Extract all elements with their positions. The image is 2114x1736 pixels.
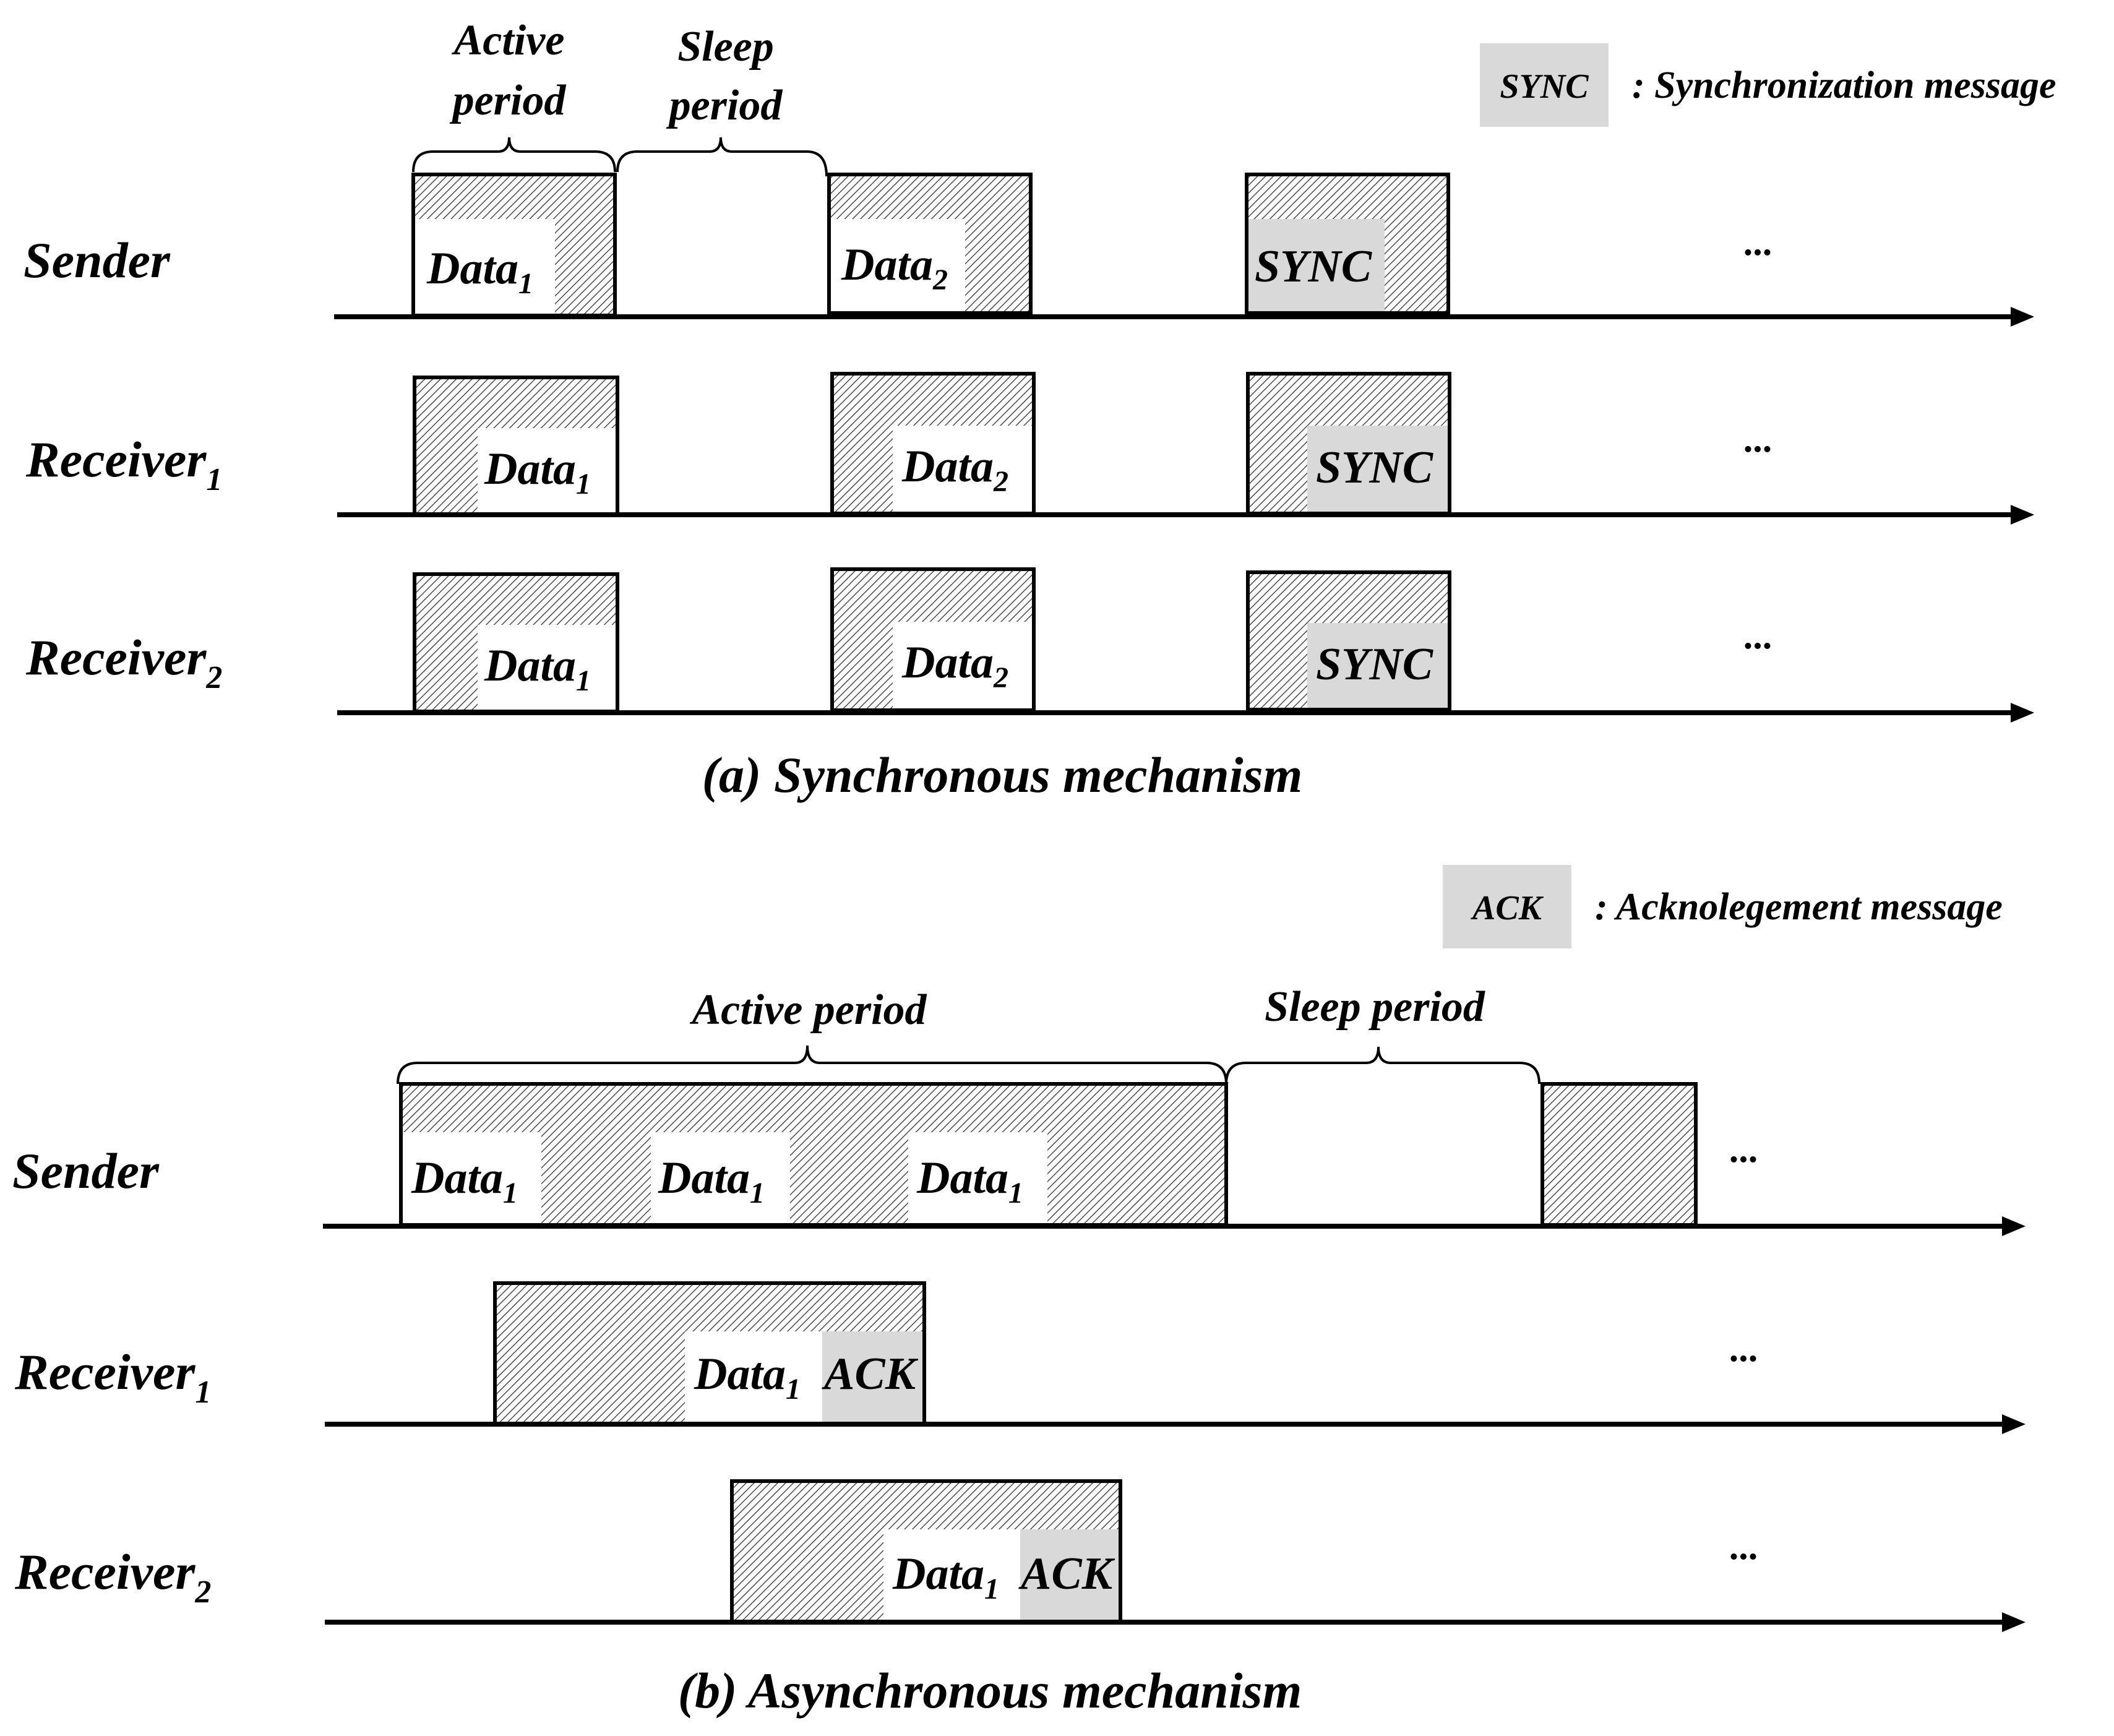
ack-legend-description: : Acknolegement message [1595, 886, 2003, 928]
receiver1-arrow-head-b [2002, 1414, 2026, 1434]
sender-block-1-message-area [415, 219, 555, 314]
receiver1-ack-area-b [822, 1331, 922, 1422]
row-label-sender-b: Sender [12, 1143, 160, 1199]
receiver1-block-3-label: SYNC [1316, 442, 1434, 493]
row-label-receiver2-a: Receiver2 [25, 629, 222, 695]
receiver1-block-1-message-area [478, 428, 616, 513]
receiver1-message-area-b [685, 1331, 822, 1422]
sync-legend-description: : Synchronization message [1632, 64, 2056, 106]
active-period-brace [412, 137, 616, 173]
sender-block-2-message-area [831, 219, 965, 311]
receiver2-block-2-message-area [893, 622, 1032, 708]
part-a-synchronous: SYNC : Synchronization message Active pe… [24, 17, 2056, 803]
part-b-asynchronous: ACK : Acknolegement message Active perio… [12, 865, 2026, 1719]
sleep-period-brace [616, 137, 828, 177]
receiver2-block-1-message-area [478, 625, 616, 710]
receiver2-message-area-b [883, 1529, 1020, 1620]
sender-block-2-label: Data2 [841, 239, 948, 296]
receiver2-block-3-sync-area [1307, 623, 1448, 708]
receiver1-ellipsis-b: ... [1730, 1328, 1760, 1370]
timeline-sender-b: Data1 Data1 Data1 ... [323, 1082, 2026, 1236]
receiver2-arrow-head-b [2002, 1612, 2026, 1632]
receiver2-block-1-label: Data1 [484, 640, 591, 697]
active-period-label-b: Active period [689, 986, 927, 1034]
receiver1-block-1-label: Data1 [484, 444, 591, 501]
receiver1-block-2-label: Data2 [901, 441, 1008, 498]
timeline-receiver1-a: Data1 Data2 SYNC ... [337, 372, 2034, 525]
sender-message-area-1-b [403, 1132, 541, 1223]
receiver1-block-2-message-area [893, 426, 1032, 512]
receiver2-ack-area-b [1020, 1529, 1119, 1620]
ack-legend-swatch [1443, 865, 1571, 948]
receiver2-message-b: Data1 [892, 1549, 999, 1605]
sender-ellipsis-a: ... [1745, 221, 1774, 264]
sync-legend-box-label: SYNC [1500, 67, 1589, 106]
sender-block-3-sync-area [1248, 219, 1385, 311]
receiver1-message-b: Data1 [694, 1349, 801, 1406]
active-period-label-line2: period [450, 77, 567, 124]
ack-legend-box-label: ACK [1471, 889, 1544, 927]
caption-a: (a) Synchronous mechanism [702, 747, 1303, 803]
row-label-receiver1-b: Receiver1 [14, 1344, 211, 1410]
row-label-sender-a: Sender [24, 232, 171, 288]
sync-legend-swatch [1480, 43, 1609, 127]
receiver2-block-3-label: SYNC [1316, 639, 1434, 690]
active-period-label-line1: Active [452, 17, 565, 64]
timeline-receiver1-b: Data1 ACK ... [325, 1281, 2026, 1434]
sleep-period-label-b: Sleep period [1265, 983, 1485, 1031]
receiver1-arrow-head-a [2011, 505, 2034, 525]
sleep-period-label-line2: period [666, 82, 783, 129]
sender-message-3-b: Data1 [916, 1153, 1023, 1210]
sender-arrow-head-a [2011, 307, 2034, 327]
sender-message-2-b: Data1 [658, 1153, 765, 1210]
receiver2-arrow-head-a [2011, 703, 2034, 723]
sender-block-3-label: SYNC [1255, 241, 1373, 292]
active-period-brace-b [397, 1045, 1227, 1085]
sender-message-area-2-b [651, 1132, 790, 1223]
sync-legend: SYNC : Synchronization message [1480, 43, 2056, 127]
receiver2-ellipsis-a: ... [1745, 615, 1774, 657]
sender-next-active-block-b [1540, 1082, 1698, 1227]
sender-ellipsis-b: ... [1730, 1128, 1760, 1171]
receiver1-ellipsis-a: ... [1745, 418, 1774, 460]
sleep-period-brace-b [1225, 1046, 1540, 1085]
receiver2-ack-b: ACK [1018, 1549, 1115, 1599]
sender-message-area-3-b [908, 1132, 1047, 1223]
receiver2-block-2-label: Data2 [901, 637, 1008, 694]
receiver1-block-3-sync-area [1307, 426, 1448, 512]
row-label-receiver2-b: Receiver2 [14, 1544, 211, 1610]
receiver2-ellipsis-b: ... [1730, 1526, 1760, 1568]
timeline-receiver2-b: Data1 ACK ... [325, 1479, 2026, 1632]
timeline-sender-a: Data1 Data2 SYNC ... [334, 173, 2034, 327]
sender-block-1-label: Data1 [426, 243, 533, 300]
receiver1-ack-b: ACK [822, 1349, 919, 1399]
row-label-receiver1-a: Receiver1 [25, 431, 222, 497]
sender-message-1-b: Data1 [411, 1153, 518, 1210]
sender-arrow-head-b [2002, 1216, 2026, 1236]
timeline-receiver2-a: Data1 Data2 SYNC ... [337, 567, 2034, 723]
ack-legend: ACK : Acknolegement message [1443, 865, 2003, 948]
sleep-period-label-line1: Sleep [677, 23, 774, 71]
caption-b: (b) Asynchronous mechanism [678, 1662, 1302, 1719]
